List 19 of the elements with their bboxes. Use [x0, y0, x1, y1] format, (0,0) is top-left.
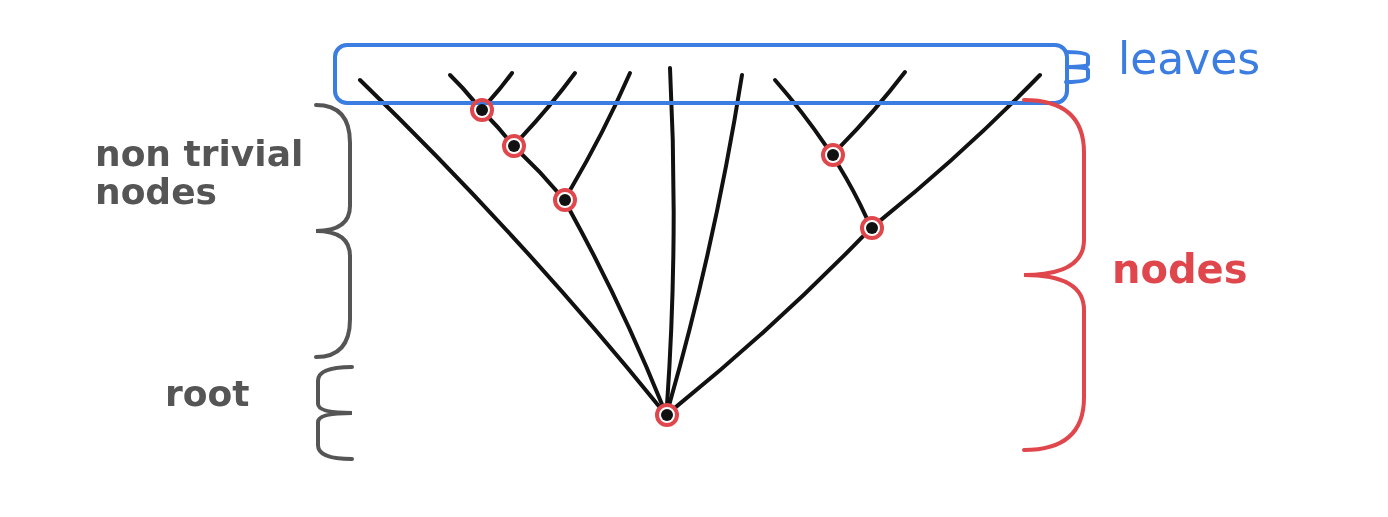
annotation-label: non trivial nodes — [95, 135, 305, 211]
tree-branch — [673, 233, 866, 410]
tree-branch — [838, 70, 907, 149]
annotation-label: root — [165, 375, 251, 413]
tree-branch — [358, 78, 662, 409]
tree-branch — [665, 66, 676, 406]
tree-branch — [567, 207, 665, 408]
tree-branch — [487, 116, 509, 140]
annotation-label: nodes — [1112, 248, 1249, 290]
tree-branch — [773, 78, 829, 149]
tree-branch — [568, 71, 632, 193]
tree-branch — [486, 71, 514, 104]
tree-branch — [667, 73, 744, 407]
tree-branch — [519, 152, 560, 194]
group-label: leaves — [1118, 36, 1261, 83]
tree-branch — [836, 162, 869, 221]
tree-branch — [448, 73, 477, 104]
tree-branch — [878, 73, 1042, 223]
tree-branch — [519, 71, 577, 140]
